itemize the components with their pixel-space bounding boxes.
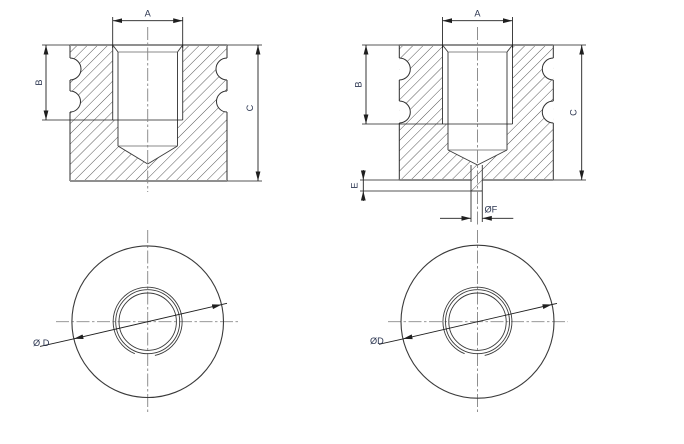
thread-major-lines — [442, 45, 513, 124]
dimension-e: E — [350, 170, 471, 201]
dim-c-label: C — [245, 104, 255, 111]
dim-d-label: Ø D — [33, 338, 50, 348]
dimension-c: C — [227, 44, 262, 182]
dim-d-tail-2 — [221, 302, 228, 306]
right-groove-lower — [541, 100, 554, 124]
dimension-c: C — [553, 44, 586, 181]
dim-d-line — [73, 304, 222, 340]
left-groove-lower — [399, 100, 411, 124]
dim-d-label: ØD — [370, 336, 384, 346]
thread-major-lines — [112, 45, 184, 120]
pilot-hole-boss-lines — [470, 165, 483, 222]
dimension-f: ØF — [440, 205, 514, 221]
section-view-through: A B C E ØF — [350, 9, 586, 226]
left-groove-upper — [399, 57, 411, 81]
drill-point-cone — [117, 145, 178, 165]
body-side-edges — [398, 45, 554, 180]
right-groove-upper — [541, 57, 554, 81]
dimension-d: Ø D — [33, 302, 228, 348]
dim-c-extension-lines — [227, 44, 262, 182]
dim-a-label: A — [474, 9, 481, 19]
plan-view-through: ØD — [370, 230, 568, 413]
dim-b-label: B — [34, 79, 44, 85]
dim-f-label: ØF — [485, 205, 498, 215]
left-groove-upper — [69, 57, 82, 81]
dim-e-label: E — [350, 182, 360, 188]
bore-lines — [117, 52, 178, 146]
right-groove-upper — [215, 57, 228, 81]
dim-d-tail — [39, 338, 74, 347]
outer-diameter-circle — [71, 245, 225, 399]
dim-d-tail-2 — [551, 302, 558, 305]
dim-c-label: C — [569, 109, 579, 116]
plan-view-blind: Ø D — [33, 230, 238, 413]
bore-lines — [447, 52, 508, 150]
body-side-edges — [69, 45, 228, 181]
dimension-a: A — [442, 9, 513, 48]
bottom-boss-hatch — [471, 180, 483, 191]
chamfer-edges — [442, 44, 513, 53]
dim-a-label: A — [145, 9, 152, 19]
dimension-d: ØD — [370, 302, 558, 346]
drill-point-cone — [447, 149, 508, 166]
dim-b-label: B — [354, 81, 364, 87]
right-groove-lower — [216, 90, 228, 113]
dim-d-line — [402, 304, 553, 340]
dimension-b: B — [34, 44, 70, 120]
section-view-blind: A B C — [34, 9, 262, 192]
dim-d-tail — [378, 338, 404, 345]
left-groove-lower — [69, 90, 81, 113]
outer-diameter-circle — [400, 244, 555, 399]
chamfer-edges — [112, 44, 184, 53]
dim-e-extension-lines — [360, 179, 471, 192]
dimension-b: B — [354, 44, 400, 124]
dimension-a: A — [112, 9, 184, 48]
